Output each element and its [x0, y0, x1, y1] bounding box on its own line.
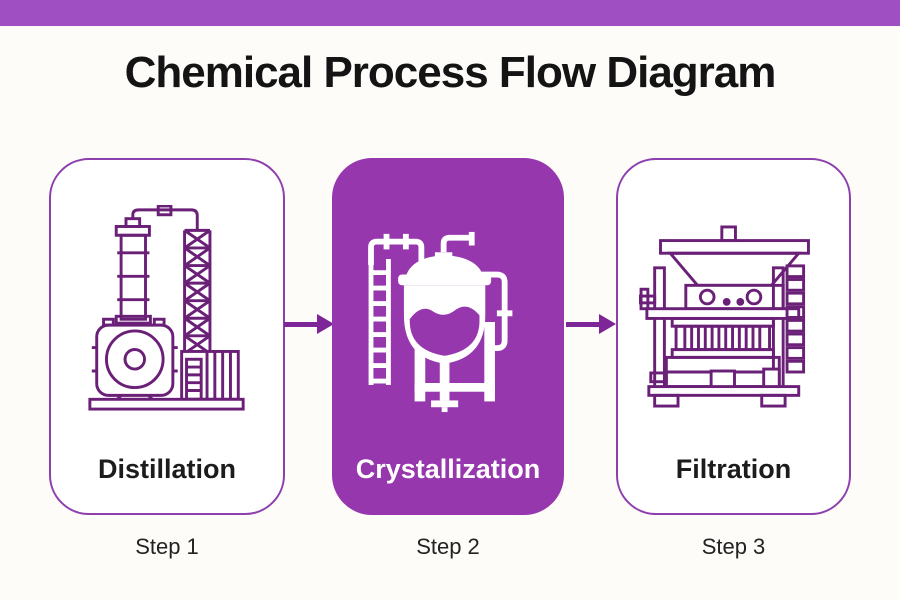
- step-caption-2: Step 2: [416, 534, 480, 559]
- distillation-column-icon: [51, 205, 283, 412]
- card-label-crystallization: Crystallization: [355, 454, 541, 484]
- top-accent-bar: [0, 0, 900, 26]
- step-caption-1: Step 1: [135, 534, 199, 559]
- card-label-filtration: Filtration: [675, 454, 792, 484]
- process-card-filtration: Filtration: [616, 158, 851, 515]
- card-label-distillation: Distillation: [97, 454, 236, 484]
- filter-press-icon: [618, 225, 849, 408]
- page-title: Chemical Process Flow Diagram: [124, 48, 777, 97]
- arrow-shaft: [284, 321, 317, 327]
- arrow-head: [599, 314, 616, 334]
- arrow-head: [317, 314, 334, 334]
- process-card-crystallization: Crystallization: [332, 158, 564, 515]
- right-arrow-icon: [566, 314, 616, 334]
- right-arrow-icon: [284, 314, 334, 334]
- crystallizer-vessel-icon: [334, 230, 562, 414]
- step-caption-3: Step 3: [701, 534, 766, 559]
- arrow-shaft: [566, 321, 599, 327]
- process-card-distillation: Distillation: [49, 158, 285, 515]
